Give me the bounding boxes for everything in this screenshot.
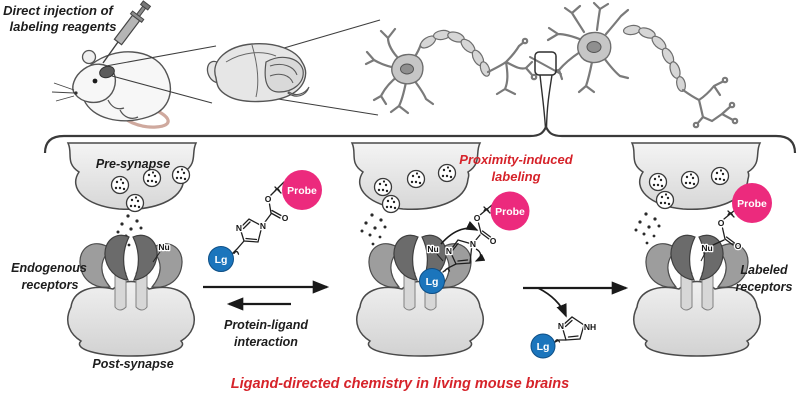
- zoom-cone-lines: [105, 19, 381, 116]
- overview-brace: [43, 124, 797, 154]
- vesicle-releasing: [655, 190, 675, 210]
- ring-nh-label: NH: [584, 322, 596, 332]
- nu-label: Nu: [427, 244, 438, 254]
- labeling-reaction-arrow: [523, 281, 629, 318]
- endogenous-receptors-label-line1: Endogenous: [11, 261, 87, 275]
- syringe-icon: [102, 0, 152, 64]
- neuron-1-axon-terminals: [486, 37, 538, 96]
- ester-o-label: O: [474, 213, 481, 223]
- labeled-receptors-label-line2: receptors: [736, 280, 793, 294]
- bound-reagent-structure: N N O O Lg Probe Nu: [419, 191, 530, 294]
- vesicle: [710, 166, 730, 186]
- panel-left-synapse: Nu: [66, 142, 197, 357]
- mouse-eye: [92, 78, 98, 84]
- receptor: [355, 234, 485, 357]
- lg-label: Lg: [215, 254, 228, 266]
- nu-pointer-line: [152, 251, 161, 263]
- ester-o-label: O: [718, 218, 725, 228]
- receptor: [632, 234, 762, 357]
- probe-badge: [282, 170, 322, 210]
- panel-middle-synapse: N N O O Lg Probe Nu: [351, 142, 530, 357]
- endogenous-receptors-label-line2: receptors: [22, 278, 79, 292]
- mouse-whiskers: [51, 82, 75, 102]
- neuron-2-nucleus: [586, 41, 602, 53]
- neuron-1: [364, 27, 538, 115]
- released-ligand-structure: N NH Lg: [530, 316, 597, 359]
- injection-site-patch: [99, 65, 115, 79]
- vesicle: [171, 165, 191, 185]
- post-synapse-label: Post-synapse: [92, 357, 173, 371]
- equilibrium-arrows: [203, 280, 330, 311]
- probe-badge: [490, 191, 530, 231]
- mouse-legs: [107, 99, 139, 119]
- carbonyl-o-label: O: [490, 236, 497, 246]
- nu-label: Nu: [158, 242, 169, 252]
- vesicle: [680, 170, 700, 190]
- nu-label: Nu: [701, 243, 712, 253]
- mouse-illustration: [51, 49, 172, 129]
- labeled-adduct-structure: Nu O O Probe: [700, 183, 772, 262]
- neurotransmitter-dots: [634, 212, 661, 245]
- neuron-2-axon-terminals: [681, 76, 739, 129]
- vesicle-releasing: [125, 193, 145, 213]
- proximity-labeling-label-line2: labeling: [491, 169, 540, 184]
- title-line1: Direct injection of: [3, 3, 114, 18]
- electron-push-arrow: [474, 248, 486, 262]
- neuron-1-myelin: [419, 29, 491, 77]
- figure-caption: Ligand-directed chemistry in living mous…: [231, 376, 569, 392]
- nucleophilic-attack-arrow: [440, 221, 479, 245]
- vesicle: [373, 177, 393, 197]
- carbonyl-o-label: O: [735, 241, 742, 251]
- panel-right-synapse: Nu O O Probe: [631, 142, 772, 357]
- probe-label: Probe: [287, 185, 317, 197]
- ester-o-label: O: [265, 194, 272, 204]
- lg-label: Lg: [537, 341, 550, 353]
- vesicle: [406, 169, 426, 189]
- neuron-2-myelin: [622, 24, 686, 92]
- pre-synapse-label: Pre-synapse: [96, 157, 170, 171]
- vesicle: [110, 175, 130, 195]
- vesicle: [648, 172, 668, 192]
- probe-label: Probe: [495, 206, 525, 218]
- title-line2: labeling reagents: [10, 19, 117, 34]
- lg-ligand-badge: [208, 246, 234, 272]
- ring-n3-label: N: [236, 223, 242, 233]
- protein-ligand-label-line2: interaction: [234, 335, 298, 349]
- labeled-receptors-label-line1: Labeled: [740, 263, 788, 277]
- probe-label: Probe: [737, 198, 767, 210]
- reagent-structure: N N O O Lg Probe: [208, 170, 322, 272]
- brain-illustration: [206, 43, 310, 103]
- neurotransmitter-dots: [360, 213, 387, 246]
- lg-ligand-badge: [530, 333, 556, 359]
- receptor: [66, 234, 196, 357]
- ring-n1-label: N: [260, 221, 266, 231]
- lg-label: Lg: [426, 276, 439, 288]
- proximity-labeling-label-line1: Proximity-induced: [459, 152, 573, 167]
- synapse-zoom-box: [529, 51, 562, 129]
- figure-text-labels: Direct injection of labeling reagents Pr…: [3, 3, 792, 392]
- probe-badge: [732, 183, 772, 223]
- mouse-ear: [81, 49, 97, 65]
- ring-n3-label: N: [558, 321, 564, 331]
- lg-ligand-badge: [419, 268, 445, 294]
- vesicle: [142, 168, 162, 188]
- vesicle: [437, 163, 457, 183]
- carbonyl-o-label: O: [282, 213, 289, 223]
- protein-ligand-label-line1: Protein-ligand: [224, 318, 308, 332]
- mouse-nose: [74, 91, 78, 95]
- neuron-2: [546, 1, 739, 129]
- neuron-1-nucleus: [400, 63, 414, 75]
- ring-n3-label: N: [446, 246, 452, 256]
- ring-n1-label: N: [470, 239, 476, 249]
- vesicle-releasing: [381, 194, 401, 214]
